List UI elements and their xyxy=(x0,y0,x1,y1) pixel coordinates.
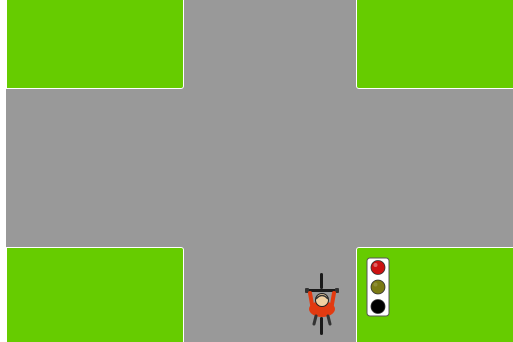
grass-top-left xyxy=(6,0,184,89)
cyclist-icon[interactable] xyxy=(301,272,343,336)
grass-bottom-left xyxy=(6,247,184,342)
grass-top-right xyxy=(356,0,513,89)
traffic-light-icon[interactable] xyxy=(366,257,390,317)
amber-lamp xyxy=(371,280,385,294)
red-lamp xyxy=(371,261,385,275)
green-lamp xyxy=(371,300,385,314)
